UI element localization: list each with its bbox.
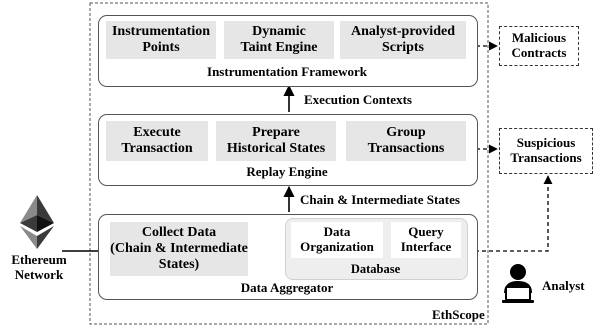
analyst-scripts-module: Analyst-provided Scripts (340, 21, 466, 59)
query-path-arrow (468, 175, 553, 252)
data-organization-module: Data Organization (291, 222, 383, 258)
ethscope-label: EthScope (432, 307, 485, 322)
execute-transaction-module: Execute Transaction (106, 121, 208, 161)
malicious-contracts-box: Malicious Contracts (499, 26, 579, 66)
data-aggregator-title: Data Aggregator (240, 279, 334, 295)
database-title: Database (350, 262, 401, 276)
suspicious-transactions-box: Suspicious Transactions (499, 128, 593, 174)
collect-data-module: Collect Data (Chain & Intermediate State… (110, 222, 248, 276)
ethereum-logo-icon (20, 195, 54, 249)
analyst-label: Analyst (542, 278, 585, 293)
group-transactions-module: Group Transactions (346, 121, 466, 161)
dynamic-taint-engine-module: Dynamic Taint Engine (224, 21, 334, 59)
replay-engine-title: Replay Engine (246, 163, 328, 179)
instrumentation-points-module: Instrumentation Points (106, 21, 216, 59)
analyst-laptop-icon (500, 263, 536, 303)
execution-contexts-label: Execution Contexts (304, 92, 412, 107)
instrumentation-framework-title: Instrumentation Framework (207, 63, 367, 79)
ethscope-boundary (89, 2, 489, 325)
prepare-historical-states-module: Prepare Historical States (216, 121, 336, 161)
query-interface-module: Query Interface (391, 222, 461, 258)
chain-states-label: Chain & Intermediate States (300, 192, 460, 207)
ethereum-network-label: Ethereum Network (11, 252, 67, 282)
